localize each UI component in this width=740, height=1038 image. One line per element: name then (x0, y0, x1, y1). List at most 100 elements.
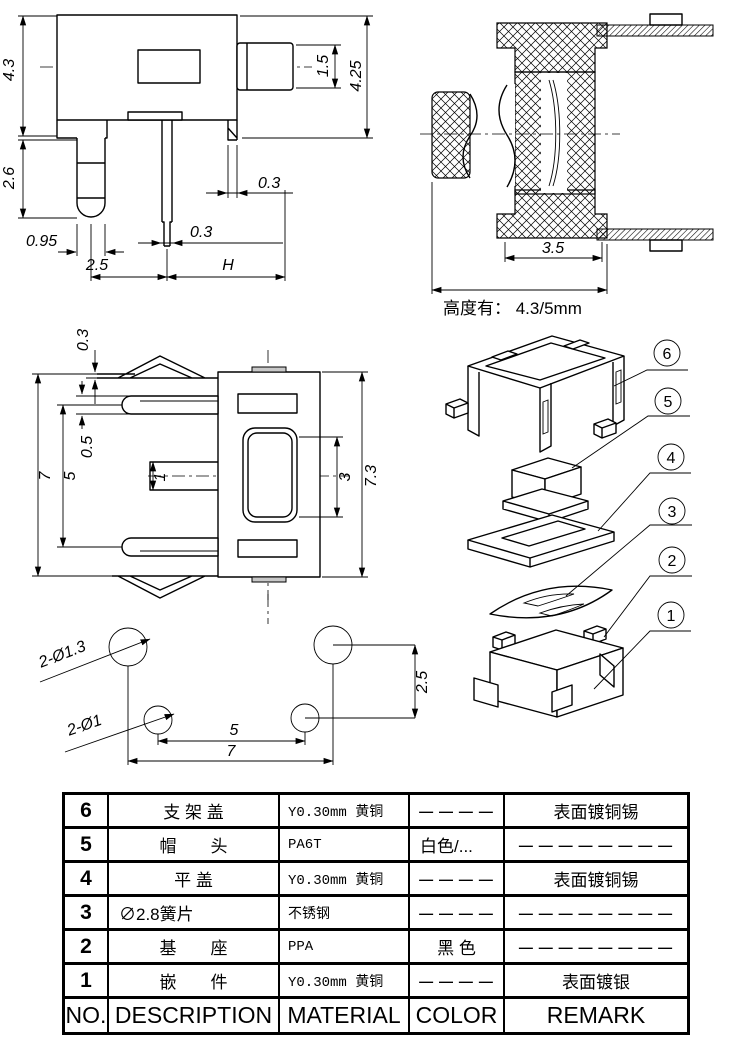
balloon-5-label: 5 (664, 394, 673, 411)
drawing-canvas: 4.3 2.6 1.5 4.25 0.3 0.3 0.95 2.5 H (1, 13, 714, 765)
header-remark: REMARK (546, 1002, 646, 1028)
balloon-2: 2 (658, 546, 686, 574)
pcb-top-bar (596, 24, 714, 37)
bom-cell-description: 平 盖 (109, 863, 280, 894)
balloon-1-label: 1 (667, 608, 676, 625)
upper-lead (121, 395, 219, 415)
bom-cell-remark: — — — — — — — — (518, 904, 674, 921)
footprint-drawing: 2.5 5 7 2-Ø1.3 2-Ø1 (36, 594, 431, 765)
header-color: COLOR (410, 999, 505, 1032)
pcb-bottom-bar (596, 228, 714, 241)
bom-cell-description: 帽 头 (109, 829, 280, 860)
dim-inner-pitch: 5 (230, 722, 239, 739)
table-header-row: NO. DESCRIPTION MATERIAL COLOR REMARK (65, 999, 687, 1032)
bom-cell-description: 嵌 件 (109, 965, 280, 996)
bom-cell-remark: — — — — — — — — (518, 836, 674, 853)
dim-core-width: 3.5 (542, 240, 564, 257)
bom-cell-color: 黑 色 (410, 931, 505, 962)
balloon-5: 5 (654, 387, 682, 415)
dim-plunger-height: 1.5 (315, 55, 332, 77)
bom-cell-material: Y0.30mm 黄铜 (280, 863, 410, 894)
header-description: DESCRIPTION (109, 999, 280, 1032)
bom-cell-color: — — — — (410, 863, 505, 894)
button-hole-inner (247, 432, 293, 518)
part-flat-cover (467, 514, 615, 568)
table-row: 2 基 座 PPA 黑 色 — — — — — — — — (65, 931, 687, 965)
part-cap (502, 457, 589, 527)
balloon-3-label: 3 (668, 504, 677, 521)
bom-cell-material: Y0.30mm 黄铜 (280, 965, 410, 996)
dim-leg-width: 0.95 (26, 233, 57, 250)
side-view-drawing: 4.3 2.6 1.5 4.25 0.3 0.3 0.95 2.5 H (1, 14, 373, 281)
bom-cell-no: 4 (65, 863, 109, 894)
header-no: NO. (65, 999, 109, 1032)
part-dome-spring (489, 585, 613, 619)
table-row: 1 嵌 件 Y0.30mm 黄铜 — — — — 表面镀银 (65, 965, 687, 999)
dim-notch-width: 1 (152, 473, 169, 482)
dim-lead-pitch: 5 (62, 471, 79, 480)
dim-leg-height: 2.6 (1, 167, 18, 190)
bom-cell-material: PPA (280, 931, 410, 962)
table-row: 3 ∅2.8簧片 不锈钢 — — — — — — — — — — — — (65, 897, 687, 931)
bom-cell-description: ∅2.8簧片 (109, 897, 280, 928)
balloon-4: 4 (657, 443, 685, 471)
dim-tab-thickness: 0.3 (75, 329, 92, 351)
dim-lead-width: 0.5 (79, 436, 96, 458)
bom-cell-material: 不锈钢 (280, 897, 410, 928)
center-pin (161, 120, 173, 247)
balloon-3: 3 (658, 497, 686, 525)
bom-cell-material: Y0.30mm 黄铜 (280, 795, 410, 826)
bom-cell-no: 3 (65, 897, 109, 928)
balloon-2-label: 2 (668, 553, 677, 570)
dim-row-offset: 2.5 (414, 671, 431, 694)
bom-cell-remark: 表面镀银 (562, 973, 630, 992)
dim-total-height: 4.25 (348, 60, 365, 91)
dim-body-height: 4.3 (1, 59, 18, 81)
bom-cell-remark: 表面镀铜锡 (553, 871, 639, 890)
dim-foot-width: 0.3 (258, 175, 280, 192)
exploded-view-drawing: 6 5 4 3 2 1 (445, 335, 692, 718)
table-row: 4 平 盖 Y0.30mm 黄铜 — — — — 表面镀铜锡 (65, 863, 687, 897)
bom-cell-description: 基 座 (109, 931, 280, 962)
bom-cell-remark: 表面镀铜锡 (553, 803, 639, 822)
balloon-1: 1 (657, 601, 685, 629)
lower-lead (121, 537, 219, 557)
bom-cell-color: — — — — (410, 795, 505, 826)
bom-cell-description: 支 架 盖 (109, 795, 280, 826)
hole-large-left (108, 627, 148, 667)
balloon-4-label: 4 (667, 450, 676, 467)
bom-cell-no: 1 (65, 965, 109, 996)
balloon-6-label: 6 (663, 346, 672, 363)
label-inner-holes: 2-Ø1 (64, 712, 104, 740)
inner-window (137, 49, 201, 84)
bom-cell-no: 2 (65, 931, 109, 962)
bom-cell-color: — — — — (410, 965, 505, 996)
table-row: 6 支 架 盖 Y0.30mm 黄铜 — — — — 表面镀铜锡 (65, 795, 687, 829)
balloon-6: 6 (653, 339, 681, 367)
bom-table: 6 支 架 盖 Y0.30mm 黄铜 — — — — 表面镀铜锡 5 帽 头 P… (62, 792, 690, 1035)
dim-stem-length: H (222, 257, 234, 274)
top-view-drawing: 0.3 0.5 5 7 1 3 7.3 (32, 329, 380, 600)
bom-cell-color: — — — — (410, 897, 505, 928)
dim-outer-pitch: 7 (227, 743, 237, 760)
header-material: MATERIAL (280, 999, 410, 1032)
dim-body-length: 7 (37, 470, 54, 480)
dim-body-width: 7.3 (363, 465, 380, 487)
side-leg (76, 138, 106, 218)
part-base (473, 625, 624, 718)
height-note: 高度有： 4.3/5mm (443, 299, 582, 318)
label-outer-holes: 2-Ø1.3 (36, 638, 89, 672)
dim-pin-width: 0.3 (190, 224, 212, 241)
section-bottom-flange (496, 189, 608, 239)
bom-cell-remark: — — — — — — — — (518, 938, 674, 955)
bom-cell-color: 白色/... (410, 829, 505, 860)
dim-hole-length: 3 (337, 472, 354, 481)
bom-cell-no: 6 (65, 795, 109, 826)
dim-pin-pitch: 2.5 (85, 257, 108, 274)
plunger-outline (236, 42, 294, 91)
bom-cell-material: PA6T (280, 829, 410, 860)
section-view-drawing: 3.5 高度有： 4.3/5mm (420, 13, 714, 318)
section-top-flange (496, 22, 608, 73)
part-bracket-cover (445, 335, 625, 453)
